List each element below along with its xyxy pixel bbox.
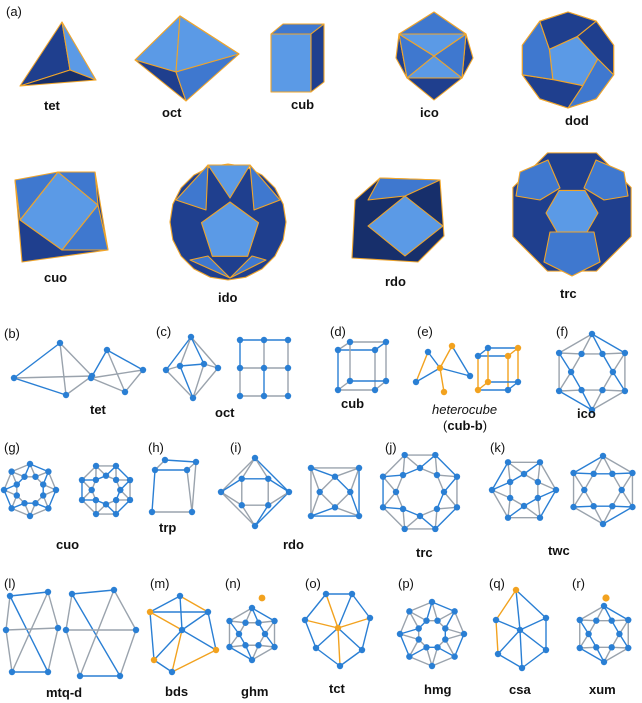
tct-cage-icon (301, 590, 374, 670)
cage-label-csa: csa (509, 682, 531, 697)
cage-label-xum: xum (589, 682, 616, 697)
panel-label-f: (f) (556, 324, 569, 339)
panel-label-l: (l) (4, 576, 16, 591)
panel-label-p: (p) (398, 576, 414, 591)
truncated-octahedron-icon (512, 152, 632, 277)
panel-label-m: (m) (150, 576, 170, 591)
panel-label-n: (n) (225, 576, 241, 591)
cage-label-cub: cub (341, 396, 365, 411)
polyhedron-label-dod: dod (565, 113, 589, 128)
panel-label-d: (d) (330, 324, 346, 339)
cub-b-close-paren: ) (482, 418, 488, 433)
cub-cage-icon (334, 338, 390, 394)
bds-cage-icon (146, 592, 220, 676)
cub-b-label: cub-b (447, 418, 483, 433)
twc-cage-icon (488, 452, 636, 528)
cage-label-heterocube: heterocube (432, 402, 497, 417)
cage-label-rdo: rdo (283, 537, 304, 552)
cuboctahedron-icon (14, 171, 109, 263)
tetrahedron-icon (19, 21, 97, 87)
cube-icon (270, 23, 325, 93)
rdo-cage-icon (217, 454, 363, 530)
cage-label-ico: ico (577, 406, 596, 421)
cuo-cage-icon (0, 460, 134, 520)
cage-layer (0, 330, 636, 680)
csa-cage-icon (492, 586, 550, 672)
xum-cage-icon (576, 594, 632, 666)
trc-cage-icon (379, 451, 461, 533)
cage-label-tet: tet (90, 402, 106, 417)
mtq-d-cage-icon (2, 586, 140, 680)
cage-label-cub-b: (cub-b) (443, 418, 487, 433)
cage-label-tct: tct (329, 681, 345, 696)
ico-cage-icon (555, 330, 629, 414)
panel-label-b: (b) (4, 326, 20, 341)
polyhedron-label-ico: ico (420, 105, 439, 120)
polyhedron-label-rdo: rdo (385, 274, 406, 289)
cage-label-trc: trc (416, 545, 433, 560)
polyhedron-label-oct: oct (162, 105, 182, 120)
panel-label-e: (e) (417, 324, 433, 339)
octahedron-icon (134, 15, 240, 102)
polyhedra-layer (14, 11, 632, 281)
icosahedron-icon (395, 11, 474, 101)
panel-label-i: (i) (230, 440, 242, 455)
panel-label-j: (j) (385, 440, 397, 455)
rhombic-dodecahedron-icon (351, 177, 445, 263)
cage-label-oct: oct (215, 405, 235, 420)
panel-label-g: (g) (4, 440, 20, 455)
cub-b-cage-icon (412, 342, 522, 396)
heterocube-label: heterocube (432, 402, 498, 417)
trp-cage-icon (148, 456, 200, 516)
hmg-cage-icon (396, 598, 468, 670)
cage-label-trp: trp (159, 520, 177, 535)
cage-label-twc: twc (548, 543, 570, 558)
polyhedron-label-tet: tet (44, 98, 60, 113)
ghm-cage-icon (226, 594, 278, 664)
polyhedron-label-ido: ido (218, 290, 238, 305)
panel-label-k: (k) (490, 440, 506, 455)
cage-label-bds: bds (165, 684, 189, 699)
tet-cage-icon (10, 339, 147, 399)
panel-label-q: (q) (489, 576, 505, 591)
panel-label-r: (r) (572, 576, 585, 591)
cage-label-cuo: cuo (56, 537, 80, 552)
dodecahedron-icon (521, 11, 615, 109)
cub-b-open-paren: ( (443, 418, 448, 433)
panel-label-o: (o) (305, 576, 321, 591)
cage-label-mtq-d: mtq-d (46, 685, 83, 700)
polyhedron-label-cub: cub (291, 97, 315, 112)
icosidodecahedron-icon (169, 163, 287, 281)
cage-label-ghm: ghm (241, 684, 269, 699)
polyhedron-label-cuo: cuo (44, 270, 68, 285)
oct-cage-icon (162, 333, 292, 402)
panel-label-c: (c) (156, 324, 172, 339)
cage-label-hmg: hmg (424, 682, 452, 697)
panel-label-a: (a) (6, 4, 22, 19)
panel-label-h: (h) (148, 440, 164, 455)
polyhedron-label-trc: trc (560, 286, 577, 301)
